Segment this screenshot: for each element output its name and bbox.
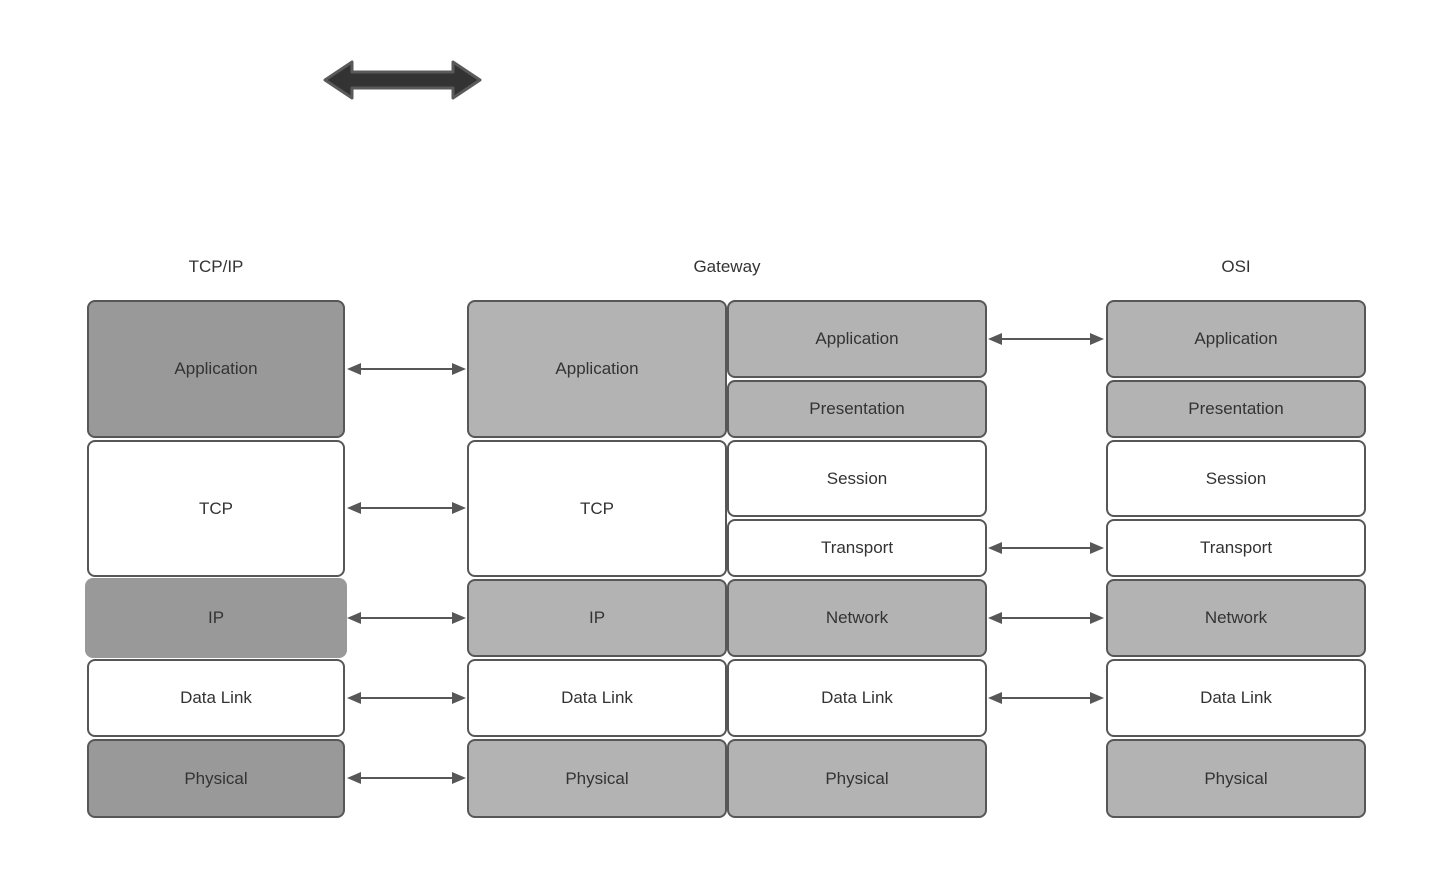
layer-label: Presentation bbox=[809, 399, 905, 418]
gateway-right-layer-application: Application bbox=[727, 300, 987, 378]
gateway-left-layer-physical: Physical bbox=[467, 739, 727, 818]
gateway-right-layer-transport: Transport bbox=[727, 519, 987, 577]
arrow-gateway-osi-application bbox=[988, 333, 1104, 345]
arrow-gateway-osi-transport bbox=[988, 542, 1104, 554]
layer-label: Application bbox=[555, 359, 639, 378]
tcpip-layer-data-link: Data Link bbox=[87, 659, 345, 737]
layer-label: Physical bbox=[825, 768, 889, 788]
osi-layer-data-link: Data Link bbox=[1106, 659, 1366, 737]
layer-label: Data Link bbox=[1200, 688, 1272, 707]
layer-label: IP bbox=[588, 608, 606, 627]
layer-label: TCP bbox=[199, 498, 233, 518]
layer-label: Transport bbox=[1199, 538, 1273, 557]
arrow-gateway-osi-data-link bbox=[988, 692, 1104, 704]
layer-label: Network bbox=[1204, 608, 1268, 627]
gateway-left-layer-tcp: TCP bbox=[467, 440, 727, 577]
osi-layer-network: Network bbox=[1106, 579, 1366, 657]
osi-layer-physical: Physical bbox=[1106, 739, 1366, 818]
layer-label: Presentation bbox=[1188, 399, 1284, 418]
column-title-tcpip: TCP/IP bbox=[188, 257, 244, 276]
layer-label: Data Link bbox=[561, 688, 633, 707]
layer-label: TCP bbox=[580, 498, 614, 518]
gateway-left-layer-ip: IP bbox=[467, 579, 727, 657]
tcpip-layer-physical: Physical bbox=[87, 739, 345, 818]
gateway-right-layer-physical: Physical bbox=[727, 739, 987, 818]
layer-label: Physical bbox=[1204, 768, 1268, 788]
layer-label: Transport bbox=[820, 538, 894, 557]
arrow-tcpip-gateway-tcp bbox=[347, 502, 466, 514]
arrow-tcpip-gateway-ip bbox=[347, 612, 466, 624]
layer-label: Physical bbox=[565, 768, 629, 788]
gateway-left-layer-application: Application bbox=[467, 300, 727, 438]
layer-label: Session bbox=[1205, 468, 1267, 488]
gateway-left-layer-data-link: Data Link bbox=[467, 659, 727, 737]
column-title-gateway: Gateway bbox=[693, 257, 761, 276]
layer-label: Application bbox=[174, 359, 258, 378]
osi-layer-application: Application bbox=[1106, 300, 1366, 378]
osi-layer-transport: Transport bbox=[1106, 519, 1366, 577]
layer-label: Data Link bbox=[821, 688, 893, 707]
arrow-tcpip-gateway-data-link bbox=[347, 692, 466, 704]
osi-layer-presentation: Presentation bbox=[1106, 380, 1366, 438]
gateway-right-layer-network: Network bbox=[727, 579, 987, 657]
layer-label: Physical bbox=[184, 768, 248, 788]
arrow-tcpip-gateway-physical bbox=[347, 772, 466, 784]
gateway-right-layer-session: Session bbox=[727, 440, 987, 517]
gateway-right-layer-data-link: Data Link bbox=[727, 659, 987, 737]
layer-label: Network bbox=[825, 608, 889, 627]
layer-label: Application bbox=[815, 329, 899, 348]
layer-label: IP bbox=[207, 608, 225, 627]
layer-label: Application bbox=[1194, 329, 1278, 348]
tcpip-layer-application: Application bbox=[87, 300, 345, 438]
osi-layer-session: Session bbox=[1106, 440, 1366, 517]
tcpip-layer-tcp: TCP bbox=[87, 440, 345, 577]
arrow-tcpip-gateway-application bbox=[347, 363, 466, 375]
layer-label: Data Link bbox=[180, 688, 252, 707]
double-arrow-icon bbox=[323, 60, 482, 100]
layer-label: Session bbox=[826, 468, 888, 488]
tcpip-layer-ip: IP bbox=[85, 578, 347, 658]
arrow-gateway-osi-network bbox=[988, 612, 1104, 624]
gateway-right-layer-presentation: Presentation bbox=[727, 380, 987, 438]
column-title-osi: OSI bbox=[1221, 257, 1251, 276]
